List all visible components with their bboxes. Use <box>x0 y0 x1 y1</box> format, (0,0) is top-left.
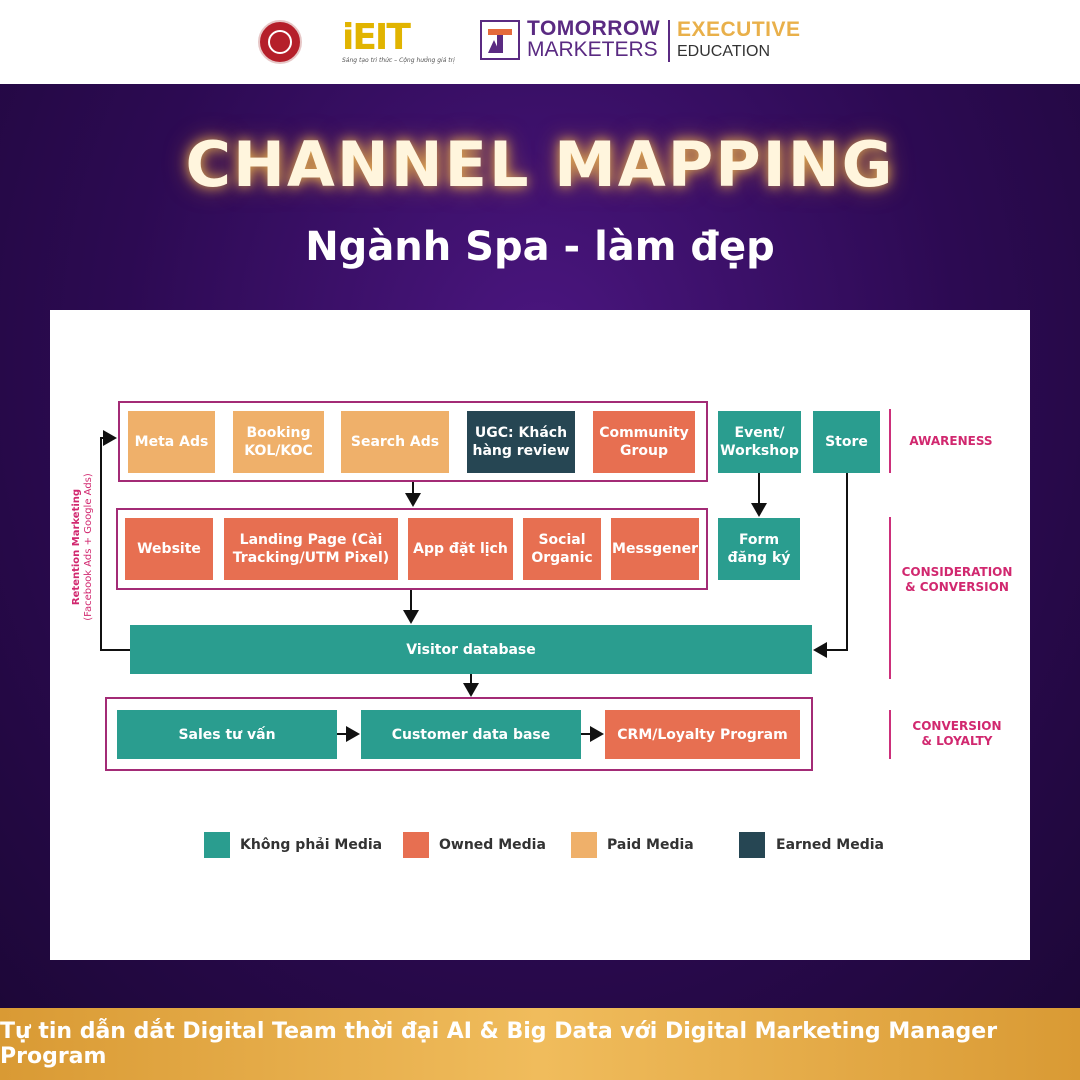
node-community-group: Community Group <box>593 411 695 473</box>
footer-text: Tự tin dẫn dắt Digital Team thời đại AI … <box>0 1019 998 1069</box>
node-website: Website <box>125 518 213 580</box>
legend-swatch-owned <box>403 832 429 858</box>
node-messenger: Messgener <box>611 518 699 580</box>
exec-line-1: EXECUTIVE <box>677 18 801 41</box>
legend-label-owned: Owned Media <box>439 837 546 853</box>
stage-consideration-line-2: & CONVERSION <box>905 580 1009 594</box>
exec-line-2: EDUCATION <box>677 43 771 60</box>
legend-label-non-media: Không phải Media <box>240 837 383 853</box>
stage-awareness: AWARENESS <box>909 434 993 448</box>
node-sales-consulting: Sales tư vấn <box>117 710 337 759</box>
node-app-booking: App đặt lịch <box>408 518 513 580</box>
node-booking-kol: Booking KOL/KOC <box>233 411 324 473</box>
ieit-logo: iEIT Sáng tạo tri thức – Cộng hưởng giá … <box>342 17 455 65</box>
node-event-workshop: Event/ Workshop <box>718 411 801 473</box>
legend-swatch-paid <box>571 832 597 858</box>
tm-line-2: MARKETERS <box>527 38 658 61</box>
tomorrow-marketers-logo-icon <box>480 20 520 60</box>
footer-banner: Tự tin dẫn dắt Digital Team thời đại AI … <box>0 1008 1080 1080</box>
ieit-tagline: Sáng tạo tri thức – Cộng hưởng giá trị <box>342 57 455 64</box>
ieit-logo-mark: iEIT <box>342 17 411 58</box>
tm-line-1: TOMORROW <box>527 17 661 40</box>
node-crm-loyalty: CRM/Loyalty Program <box>605 710 800 759</box>
retention-line-2: (Facebook Ads + Google Ads) <box>83 473 94 621</box>
node-customer-database: Customer data base <box>361 710 581 759</box>
node-meta-ads: Meta Ads <box>128 411 215 473</box>
stage-consideration: CONSIDERATION & CONVERSION <box>896 565 1018 595</box>
legend-label-earned: Earned Media <box>776 837 884 853</box>
node-search-ads: Search Ads <box>341 411 449 473</box>
legend-label-paid: Paid Media <box>607 837 694 853</box>
loyalty-stage-bar <box>889 710 891 759</box>
stage-consideration-line-1: CONSIDERATION <box>901 565 1013 579</box>
stage-conversion-line-1: CONVERSION <box>912 719 1002 733</box>
retention-line-1: Retention Marketing <box>71 488 82 606</box>
stage-conversion-line-2: & LOYALTY <box>921 734 993 748</box>
legend-swatch-earned <box>739 832 765 858</box>
page-subtitle: Ngành Spa - làm đẹp <box>305 224 775 270</box>
stage-conversion-loyalty: CONVERSION & LOYALTY <box>896 719 1018 749</box>
node-visitor-database: Visitor database <box>130 625 812 674</box>
awareness-stage-bar <box>889 409 891 473</box>
ftu-logo <box>258 20 302 64</box>
tomorrow-marketers-wordmark: TOMORROW MARKETERS <box>527 18 660 60</box>
node-store: Store <box>813 411 880 473</box>
page-title: CHANNEL MAPPING <box>185 128 895 201</box>
consideration-stage-bar <box>889 517 891 679</box>
node-form: Form đăng ký <box>718 518 800 580</box>
node-ugc-review: UGC: Khách hàng review <box>467 411 575 473</box>
header-bar: iEIT Sáng tạo tri thức – Cộng hưởng giá … <box>0 0 1080 84</box>
legend-swatch-non-media <box>204 832 230 858</box>
loyalty-frame <box>105 697 813 771</box>
retention-marketing-label: Retention Marketing (Facebook Ads + Goog… <box>68 460 98 660</box>
executive-education-wordmark: EXECUTIVE EDUCATION <box>677 18 801 62</box>
node-social-organic: Social Organic <box>523 518 601 580</box>
node-landing-page: Landing Page (Cài Tracking/UTM Pixel) <box>224 518 398 580</box>
logo-divider <box>668 20 670 62</box>
